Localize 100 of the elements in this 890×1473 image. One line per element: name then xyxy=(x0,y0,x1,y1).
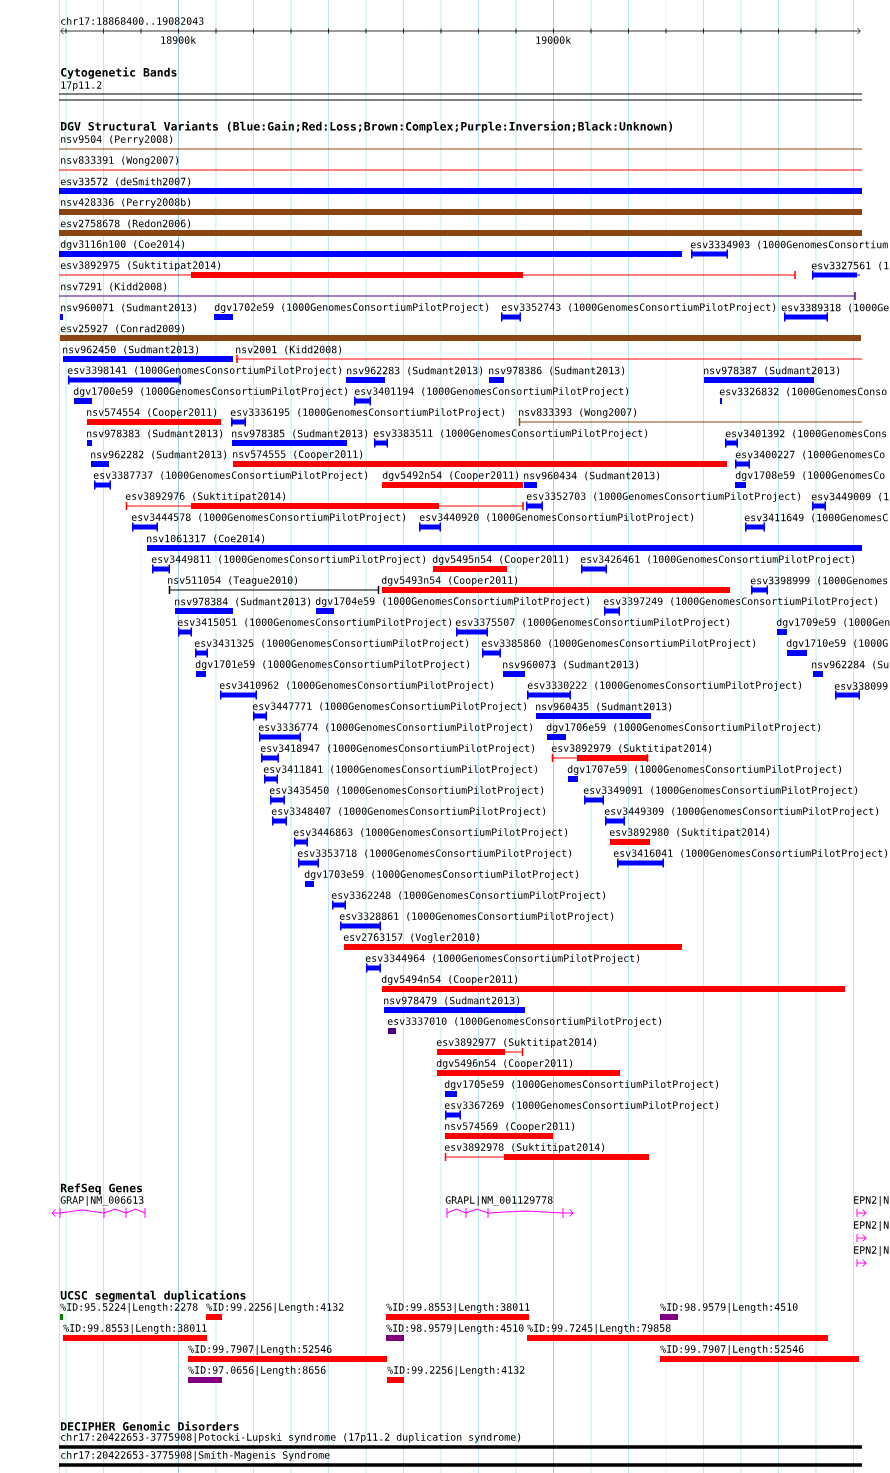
variant-label: esv2763157 (Vogler2010) xyxy=(343,933,480,943)
variant-label: esv3362248 (1000GenomesConsortiumPilotProject) xyxy=(331,891,606,901)
variant-label: esv3348407 (1000GenomesConsortiumPilotProject) xyxy=(271,807,546,817)
variant-label: esv3383511 (1000GenomesConsortiumPilotProject) xyxy=(373,429,648,439)
duplication-label: %ID:99.7245|Length:79858 xyxy=(527,1324,671,1334)
variant-label: esv3892975 (Suktitipat2014) xyxy=(60,261,221,271)
variant-label: nsv1061317 (Coe2014) xyxy=(147,534,265,544)
variant-label: esv3327561 (1 xyxy=(811,261,889,271)
variant-label: esv3397249 (1000GenomesConsortiumPilotProject) xyxy=(603,597,878,607)
variant-label: dgv1701e59 (1000GenomesConsortiumPilotProject) xyxy=(195,660,470,670)
variant-label: dgv5495n54 (Cooper2011) xyxy=(432,555,569,565)
tick-label: 18900k xyxy=(161,36,197,44)
duplication-label: %ID:99.7907|Length:52546 xyxy=(188,1345,332,1355)
variant-label: esv3426461 (1000GenomesConsortiumPilotProject) xyxy=(580,555,855,565)
variant-label: nsv978383 (Sudmant2013) xyxy=(87,429,223,439)
variant-label: nsv833391 (Wong2007) xyxy=(61,156,179,166)
variant-label: esv2758678 (Redon2006) xyxy=(60,219,191,229)
variant-label: esv3449811 (1000GenomesConsortiumPilotProject) xyxy=(151,555,426,565)
variant-label: dgv1702e59 (1000GenomesConsortiumPilotProject) xyxy=(214,303,489,313)
variant-label: esv3892978 (Suktitipat2014) xyxy=(444,1143,605,1153)
gene-label: EPN2|N xyxy=(854,1246,889,1256)
variant-label: esv3446863 (1000GenomesConsortiumPilotProject) xyxy=(293,828,568,838)
variant-label: nsv978385 (Sudmant2013) xyxy=(232,429,368,439)
variant-label: esv3449009 (1 xyxy=(811,492,889,502)
track-title: UCSC segmental duplications xyxy=(60,1290,246,1302)
variant-label: dgv1709e59 (1000Gen xyxy=(776,618,890,628)
gene-label: EPN2|N xyxy=(854,1221,889,1231)
variant-label: esv3336774 (1000GenomesConsortiumPilotProject) xyxy=(258,723,533,733)
variant-label: esv3892977 (Suktitipat2014) xyxy=(436,1038,597,1048)
duplication-label: %ID:99.8553|Length:38011 xyxy=(63,1324,207,1334)
variant-label: nsv978387 (Sudmant2013) xyxy=(704,366,840,376)
duplication-label: %ID:98.9579|Length:4510 xyxy=(660,1303,798,1313)
variant-label: nsv7291 (Kidd2008) xyxy=(61,282,167,292)
coordinate-label: chr17:18868400..19082043 xyxy=(61,17,204,25)
variant-label: dgv5493n54 (Cooper2011) xyxy=(381,576,518,586)
variant-label: esv3892976 (Suktitipat2014) xyxy=(125,492,286,502)
variant-label: esv338099 xyxy=(834,682,888,690)
variant-label: esv3411841 (1000GenomesConsortiumPilotProject) xyxy=(263,765,538,775)
variant-label: esv3401194 (1000GenomesConsortiumPilotProject) xyxy=(354,387,629,397)
variant-label: esv3892979 (Suktitipat2014) xyxy=(551,744,712,754)
variant-label: nsv978386 (Sudmant2013) xyxy=(489,366,625,376)
track-title: DGV Structural Variants (Blue:Gain;Red:Loss;Brown:Complex;Purple:Inversion;Black:Unknown) xyxy=(60,121,673,133)
variant-label: dgv1706e59 (1000GenomesConsortiumPilotProject) xyxy=(546,723,821,733)
variant-label: nsv978384 (Sudmant2013) xyxy=(175,597,311,607)
variant-label: esv3435450 (1000GenomesConsortiumPilotProject) xyxy=(269,786,544,796)
duplication-label: %ID:99.8553|Length:38011 xyxy=(386,1303,530,1313)
variant-label: esv3352743 (1000GenomesConsortiumPilotProject) xyxy=(501,303,776,313)
variant-label: nsv574555 (Cooper2011) xyxy=(233,450,363,460)
variant-label: esv3440920 (1000GenomesConsortiumPilotProject) xyxy=(419,513,694,523)
disorder-label: chr17:20422653-3775908|Smith-Magenis Syndrome xyxy=(61,1451,330,1461)
variant-label: nsv833393 (Wong2007) xyxy=(519,408,637,418)
variant-label: nsv960071 (Sudmant2013) xyxy=(61,303,197,313)
variant-label: esv3410962 (1000GenomesConsortiumPilotProject) xyxy=(219,681,494,691)
duplication-label: %ID:95.5224|Length:2278 xyxy=(60,1303,198,1313)
variant-label: esv33572 (deSmith2007) xyxy=(60,177,191,187)
variant-label: esv3449309 (1000GenomesConsortiumPilotProject) xyxy=(604,807,879,817)
variant-label: esv3353718 (1000GenomesConsortiumPilotProject) xyxy=(297,849,572,859)
variant-label: esv25927 (Conrad2009) xyxy=(60,324,185,334)
variant-label: esv3398141 (1000GenomesConsortiumPilotProject) xyxy=(67,366,342,376)
variant-label: esv3411649 (1000GenomesC xyxy=(744,513,888,523)
disorder-label: chr17:20422653-3775908|Potocki-Lupski syndrome (17p11.2 duplication syndrome) xyxy=(61,1433,521,1443)
variant-label: esv3398999 (1000Genomes xyxy=(750,576,888,586)
track-title: RefSeq Genes xyxy=(60,1183,143,1195)
variant-label: esv3431325 (1000GenomesConsortiumPilotProject) xyxy=(194,639,469,649)
duplication-label: %ID:99.7907|Length:52546 xyxy=(660,1345,804,1355)
variant-label: dgv5492n54 (Cooper2011) xyxy=(382,471,519,481)
variant-label: esv3385860 (1000GenomesConsortiumPilotProject) xyxy=(481,639,756,649)
variant-label: dgv1707e59 (1000GenomesConsortiumPilotProject) xyxy=(567,765,842,775)
variant-label: esv3418947 (1000GenomesConsortiumPilotProject) xyxy=(260,744,535,754)
gene-label: GRAP|NM_006613 xyxy=(60,1196,144,1206)
variant-label: dgv3116n100 (Coe2014) xyxy=(60,240,185,250)
variant-label: esv3326832 (1000GenomesConso xyxy=(719,387,887,397)
duplication-label: %ID:97.0656|Length:8656 xyxy=(188,1366,326,1376)
variant-label: nsv962283 (Sudmant2013) xyxy=(347,366,483,376)
variant-label: esv3337010 (1000GenomesConsortiumPilotProject) xyxy=(387,1017,662,1027)
variant-label: dgv1704e59 (1000GenomesConsortiumPilotProject) xyxy=(315,597,590,607)
variant-label: esv3344964 (1000GenomesConsortiumPilotProject) xyxy=(365,954,640,964)
variant-label: nsv978479 (Sudmant2013) xyxy=(384,996,520,1006)
variant-label: nsv574554 (Cooper2011) xyxy=(87,408,217,418)
gene-label: GRAPL|NM_001129778 xyxy=(445,1196,553,1206)
variant-label: nsv962282 (Sudmant2013) xyxy=(91,450,227,460)
variant-label: esv3415051 (1000GenomesConsortiumPilotProject) xyxy=(177,618,452,628)
variant-label: nsv428336 (Perry2008b) xyxy=(61,198,191,208)
duplication-label: %ID:98.9579|Length:4510 xyxy=(386,1324,524,1334)
duplication-label: %ID:99.2256|Length:4132 xyxy=(206,1303,344,1313)
variant-label: nsv2001 (Kidd2008) xyxy=(236,345,342,355)
variant-label: nsv9504 (Perry2008) xyxy=(61,135,173,145)
track-title: Cytogenetic Bands xyxy=(61,67,177,79)
variant-label: nsv962450 (Sudmant2013) xyxy=(63,345,199,355)
variant-label: esv3444578 (1000GenomesConsortiumPilotProject) xyxy=(131,513,406,523)
variant-label: esv3447771 (1000GenomesConsortiumPilotProject) xyxy=(252,702,527,712)
variant-label: nsv962284 (Su xyxy=(812,660,889,670)
variant-label: esv3389318 (1000Ge xyxy=(781,303,889,313)
variant-label: dgv1700e59 (1000GenomesConsortiumPilotProject) xyxy=(73,387,348,397)
band-label: 17p11.2 xyxy=(61,81,102,91)
variant-label: nsv574569 (Cooper2011) xyxy=(445,1122,575,1132)
variant-label: esv3334903 (1000GenomesConsortium xyxy=(690,240,888,250)
variant-label: esv3400227 (1000GenomesCo xyxy=(735,450,885,460)
variant-label: dgv1708e59 (1000GenomesCo xyxy=(735,471,885,481)
variant-label: esv3401392 (1000GenomesCons xyxy=(725,429,887,439)
